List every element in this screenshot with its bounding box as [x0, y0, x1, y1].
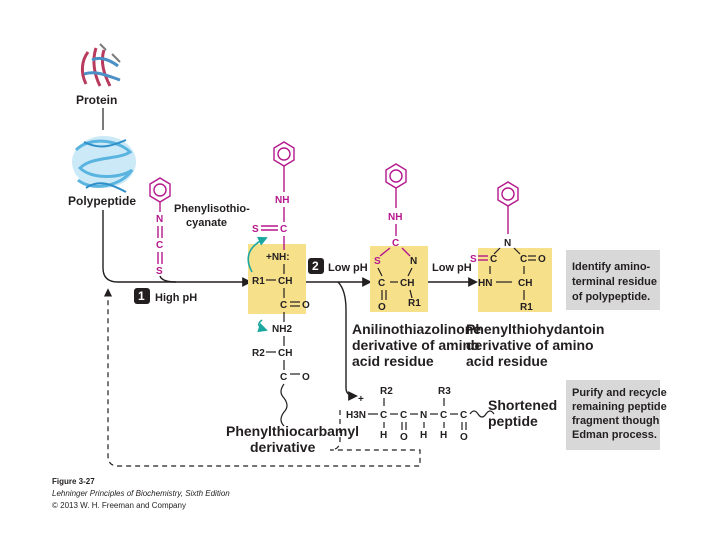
identify-note-line2: terminal residue [572, 276, 657, 288]
svg-text:C: C [280, 372, 287, 383]
svg-text:CH: CH [278, 276, 292, 287]
identify-note-line1: Identify amino- [572, 261, 651, 273]
purify-note-line4: Edman process. [572, 429, 657, 441]
pth-label-line1: Phenylthiohydantoin [466, 321, 604, 337]
protein-label: Protein [76, 93, 117, 107]
svg-text:R2: R2 [380, 386, 393, 397]
svg-text:N: N [504, 238, 511, 249]
svg-text:O: O [460, 432, 468, 443]
electron-arrow-2 [257, 319, 268, 333]
svg-text:R3: R3 [438, 386, 451, 397]
polypeptide-coil-icon [72, 136, 136, 193]
step-2-badge: 2 [308, 258, 324, 274]
phenylisothiocyanate-molecule: N C S [149, 177, 171, 277]
purify-note-line3: fragment though [572, 415, 660, 427]
atz-derivative-molecule: NH C S N C CH O R1 [374, 163, 421, 313]
svg-text:C: C [378, 278, 385, 289]
svg-text:O: O [400, 432, 408, 443]
protein-structure-icon [80, 43, 121, 87]
svg-text:2: 2 [312, 259, 319, 273]
atz-label-line1: Anilinothiazolinone [352, 321, 481, 337]
reagent-label-line1: Phenylisothio- [174, 203, 250, 215]
svg-text:C: C [280, 224, 287, 235]
svg-text:N: N [156, 214, 163, 225]
svg-text:NH: NH [275, 195, 289, 206]
svg-text:R2: R2 [252, 348, 265, 359]
svg-text:S: S [374, 256, 381, 267]
step-1-condition: High pH [155, 292, 197, 304]
book-title: Lehninger Principles of Biochemistry, Si… [52, 489, 230, 498]
svg-text:CH: CH [400, 278, 414, 289]
electron-arrow-1 [247, 236, 268, 273]
svg-text:+: + [358, 394, 364, 405]
svg-text:CH: CH [278, 348, 292, 359]
svg-text:C: C [156, 240, 163, 251]
svg-text:S: S [156, 266, 163, 277]
svg-text:S: S [470, 254, 477, 265]
atz-label-line2: derivative of amino [352, 337, 480, 353]
ptc-label-line2: derivative [250, 439, 316, 455]
svg-text:+NH:: +NH: [266, 252, 290, 263]
pth-highlight-box [478, 248, 552, 312]
purify-note-box [566, 380, 660, 450]
atz-highlight-box [370, 246, 428, 312]
step-1-badge: 1 [134, 288, 150, 304]
ptc-derivative-molecule: NH S C +NH: R1 CH C O NH2 R2 CH C O [252, 141, 310, 427]
recycle-dashed-arrow [103, 288, 421, 467]
svg-text:N: N [420, 410, 427, 421]
pth-derivative-molecule: N C S C O HN CH R1 [470, 181, 546, 313]
svg-text:O: O [538, 254, 546, 265]
copyright: © 2013 W. H. Freeman and Company [52, 501, 186, 510]
identify-note-line3: of polypeptide. [572, 291, 650, 303]
svg-text:C: C [392, 238, 399, 249]
atz-label-line3: acid residue [352, 353, 434, 369]
svg-text:C: C [490, 254, 497, 265]
figure-number: Figure 3-27 [52, 477, 95, 486]
svg-text:H: H [380, 430, 387, 441]
polypeptide-to-reaction-arrow [102, 210, 252, 287]
shortened-peptide-line1: Shortened [488, 397, 557, 413]
svg-text:NH: NH [388, 212, 402, 223]
svg-text:H: H [420, 430, 427, 441]
pth-label-line2: derivative of amino [466, 337, 594, 353]
svg-text:H: H [440, 430, 447, 441]
svg-text:O: O [302, 372, 310, 383]
reagent-join-line [159, 275, 177, 283]
svg-text:C: C [280, 300, 287, 311]
purify-note-line2: remaining peptide [572, 401, 667, 413]
svg-text:R1: R1 [520, 302, 533, 313]
identify-note-box [566, 250, 660, 310]
ptc-label-line1: Phenylthiocarbamyl [226, 423, 359, 439]
svg-text:C: C [400, 410, 407, 421]
svg-text:1: 1 [138, 289, 145, 303]
svg-text:C: C [520, 254, 527, 265]
svg-text:N: N [410, 256, 417, 267]
svg-text:C: C [380, 410, 387, 421]
low-ph-condition: Low pH [432, 262, 472, 274]
svg-text:O: O [302, 300, 310, 311]
step-2-condition: Low pH [328, 262, 368, 274]
polypeptide-label: Polypeptide [68, 194, 136, 208]
svg-text:CH: CH [518, 278, 532, 289]
shortened-peptide-molecule: + H3N C R2 H C O N H C R3 H C O [346, 386, 495, 443]
svg-text:O: O [378, 302, 386, 313]
svg-text:HN: HN [478, 278, 492, 289]
svg-text:NH2: NH2 [272, 324, 292, 335]
svg-text:C: C [460, 410, 467, 421]
purify-note-line1: Purify and recycle [572, 387, 667, 399]
svg-text:R1: R1 [252, 276, 265, 287]
shortened-peptide-line2: peptide [488, 413, 538, 429]
pth-label-line3: acid residue [466, 353, 548, 369]
peptide-release-arrow [337, 281, 358, 401]
svg-text:H3N: H3N [346, 410, 366, 421]
svg-text:C: C [440, 410, 447, 421]
svg-text:R1: R1 [408, 298, 421, 309]
reagent-label-line2: cyanate [186, 217, 227, 229]
svg-text:S: S [252, 224, 259, 235]
